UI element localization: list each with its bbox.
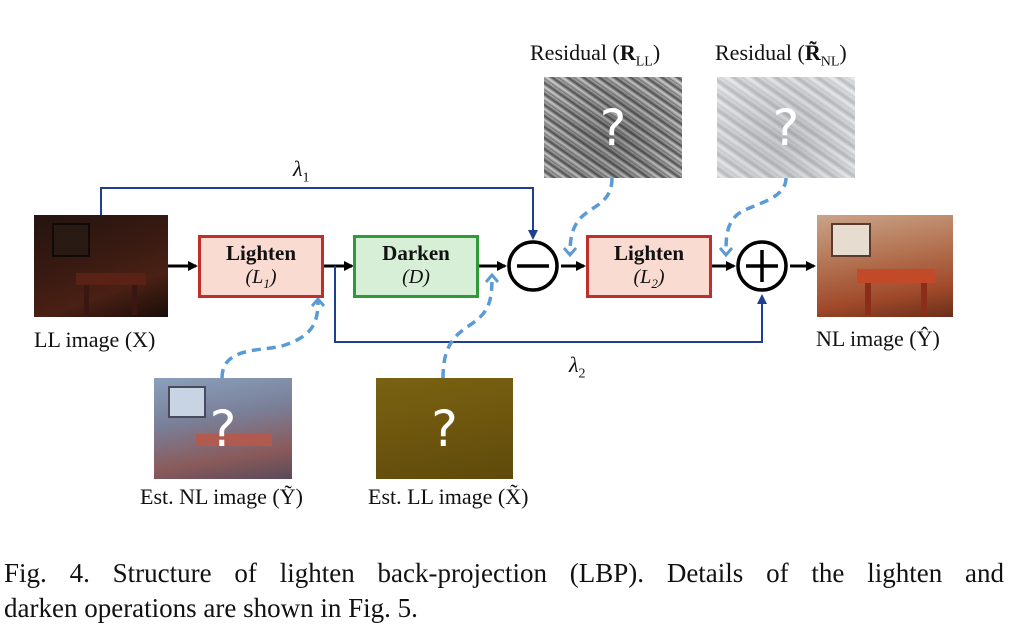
unknown-mark-est-nl: ? — [209, 399, 237, 458]
skip-lambda2 — [334, 266, 767, 343]
residual-ll-image: ? — [544, 77, 682, 178]
ll-image-label: LL image (X) — [34, 327, 156, 352]
residual-nl-image: ? — [717, 77, 855, 178]
est-nl-image-label: Est. NL image (Ỹ) — [140, 484, 303, 509]
dashed-arrows — [220, 177, 788, 379]
add-operator — [736, 240, 788, 292]
est-nl-image: ? — [154, 378, 292, 479]
ll-input-image — [34, 215, 168, 317]
residual-nl-label: Residual (R̃NL) — [715, 40, 847, 70]
lighten-block-2-op: (L2) — [633, 266, 665, 291]
est-ll-image-label: Est. LL image (X̃) — [368, 484, 529, 509]
lighten-block-1: Lighten (L1) — [198, 235, 324, 298]
darken-block-op: (D) — [402, 266, 430, 288]
darken-block: Darken (D) — [353, 235, 479, 298]
dashed-residual-ll-to-lighten2 — [570, 177, 614, 254]
unknown-mark-residual-ll: ? — [599, 98, 627, 157]
nl-image-label: NL image (Ŷ) — [816, 326, 940, 351]
dashed-residual-nl-to-add — [726, 177, 788, 254]
unknown-mark-est-ll: ? — [431, 399, 458, 458]
lighten-block-1-title: Lighten — [225, 241, 296, 265]
lighten-block-2: Lighten (L2) — [586, 235, 712, 298]
lighten-block-2-title: Lighten — [613, 241, 684, 265]
skip-lambda1 — [100, 187, 538, 240]
lambda1-label: λ1 — [293, 156, 310, 186]
caption-line-2: darken operations are shown in Fig. 5. — [4, 593, 418, 623]
dashed-est-ll-to-subtract-input — [441, 276, 492, 379]
lighten-block-1-op: (L1) — [245, 266, 277, 291]
est-ll-image: ? — [376, 378, 513, 479]
residual-ll-label: Residual (RLL) — [530, 40, 661, 70]
nl-output-image — [817, 215, 953, 317]
darken-block-title: Darken — [382, 241, 450, 265]
subtract-operator — [507, 240, 559, 292]
lambda2-label: λ2 — [569, 352, 586, 382]
figure-caption: Fig. 4. Structure of lighten back-projec… — [4, 556, 1004, 626]
dashed-est-nl-to-lighten1 — [220, 300, 318, 379]
skip-connections — [100, 187, 767, 343]
unknown-mark-residual-nl: ? — [772, 98, 800, 157]
caption-line-1: Fig. 4. Structure of lighten back-projec… — [4, 558, 1004, 588]
